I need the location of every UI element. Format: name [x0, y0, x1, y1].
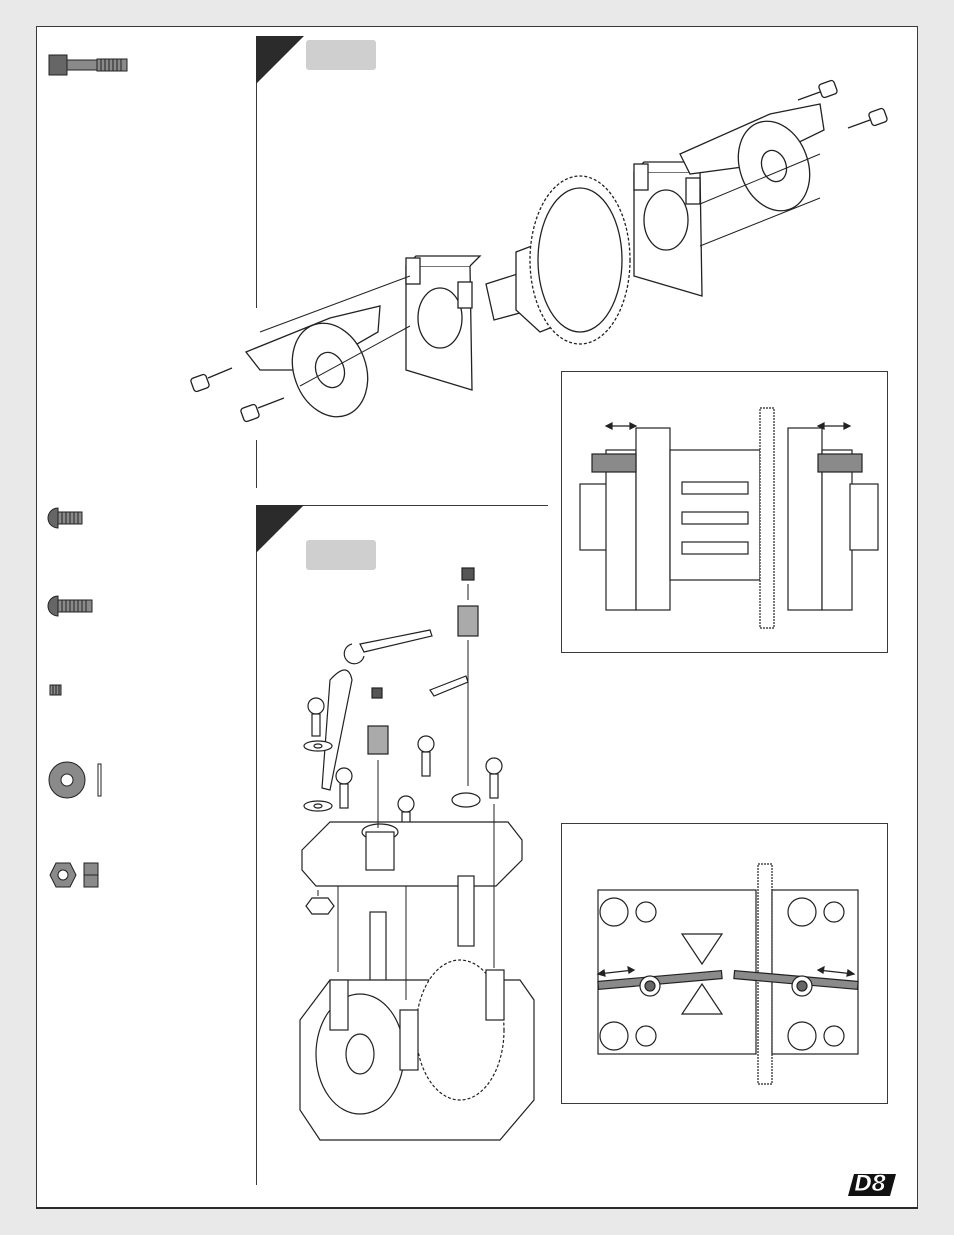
column-divider-top: [256, 40, 257, 308]
column-divider-bottom: [256, 505, 257, 1185]
button-head-screw-short-icon: [47, 507, 83, 529]
washer-icon: [48, 761, 102, 799]
step-2-corner-marker: [256, 505, 304, 553]
step-1-corner-marker: [256, 36, 304, 84]
column-divider-mid: [256, 440, 257, 488]
d8-logo-text: D8: [854, 1172, 888, 1198]
button-head-screw-long-icon: [47, 595, 93, 617]
page-bottom-rule: [36, 1207, 918, 1209]
exploded-center-differential-mounts: [190, 79, 888, 423]
detail-view-side-spacing: [561, 371, 888, 653]
set-screw-icon: [49, 684, 62, 696]
step-1-tab: [306, 40, 376, 70]
step-2-top-rule: [256, 505, 548, 506]
top-view-brace-spacing-detail: [596, 863, 859, 1085]
step-2-tab: [306, 540, 376, 570]
d8-logo: [848, 1174, 896, 1196]
detail-view-top-spacing: [561, 823, 888, 1104]
nut-icon: [49, 862, 99, 888]
exploded-top-plate-assembly: [299, 567, 535, 1141]
cap-head-screw-icon: [48, 54, 128, 76]
side-view-spacing-detail: [579, 407, 879, 629]
